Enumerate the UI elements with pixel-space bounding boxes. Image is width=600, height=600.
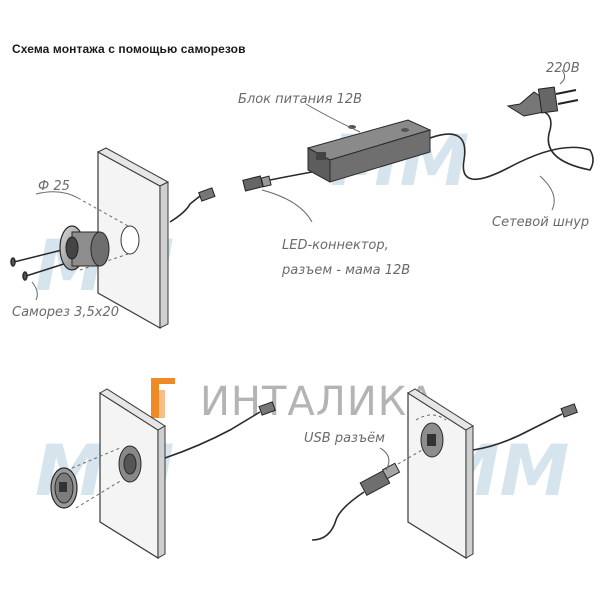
screw-icon xyxy=(10,249,71,281)
socket-cap-icon xyxy=(50,467,78,509)
power-unit-pointer xyxy=(305,103,361,133)
brand-text: ИНТАЛИКА xyxy=(200,379,436,425)
power-unit-label: Блок питания 12В xyxy=(238,92,362,107)
brand-logo-bar-icon xyxy=(151,378,159,418)
led-connector-icon xyxy=(242,175,272,192)
connector-bottom-right-icon xyxy=(560,403,578,418)
screw-pointer xyxy=(31,281,38,301)
cap-guides xyxy=(71,447,123,509)
cable-connector-power xyxy=(269,171,313,181)
mains-cord-label: Сетевой шнур xyxy=(492,215,589,230)
usb-guide xyxy=(397,449,423,465)
wall-panel-top xyxy=(96,147,170,330)
led-connector-pointer xyxy=(261,189,313,223)
usb-plug-icon xyxy=(359,462,401,496)
brand-logo: ИНТАЛИКА xyxy=(151,378,436,425)
mains-cord-pointer xyxy=(539,175,555,211)
cable-bottom-left xyxy=(164,411,261,459)
diameter-label: Ф 25 xyxy=(38,179,70,194)
plug-icon xyxy=(506,86,579,117)
page-title: Схема монтажа с помощью саморезов xyxy=(12,42,246,56)
connector-bottom-left-icon xyxy=(258,401,276,416)
cable-bottom-right xyxy=(472,413,563,451)
screw-label: Саморез 3,5х20 xyxy=(12,305,119,320)
power-unit-icon xyxy=(306,119,432,183)
mains-cord xyxy=(429,108,594,181)
wall-panel-bottom-right xyxy=(407,388,474,560)
led-connector-label-1: LED-коннектор, xyxy=(282,238,389,253)
voltage-label: 220В xyxy=(546,61,580,76)
socket-module-top xyxy=(59,225,110,271)
usb-pointer xyxy=(379,447,390,471)
usb-label: USB разъём xyxy=(304,431,385,446)
connector-male-icon xyxy=(198,187,216,202)
voltage-pointer xyxy=(559,69,566,85)
wall-panel-bottom-left xyxy=(99,388,166,560)
led-connector-label-2: разъем - мама 12В xyxy=(281,263,410,278)
usb-cable xyxy=(311,491,365,541)
cable-socket-top xyxy=(169,195,201,223)
